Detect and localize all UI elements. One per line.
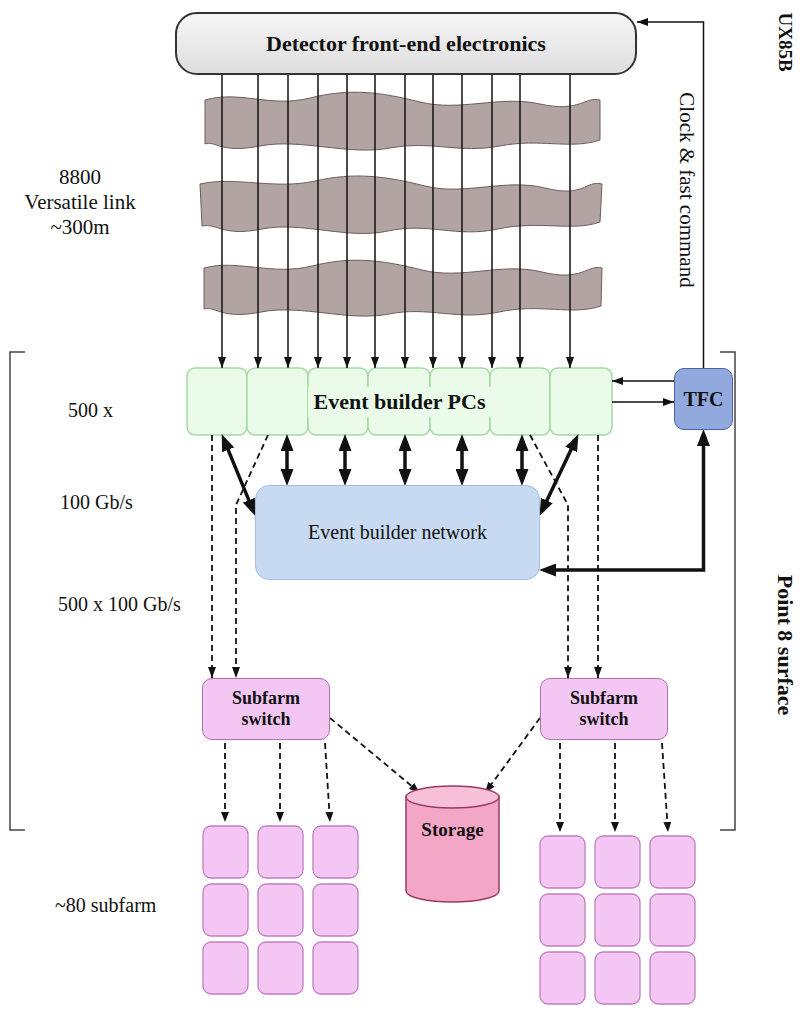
signal-arrow [612, 380, 674, 382]
side-label: UX85B [774, 12, 797, 71]
signal-arrow [461, 75, 463, 368]
subfarm-box [650, 952, 695, 1004]
subfarm-box [540, 836, 585, 888]
subfarm-box [203, 884, 248, 936]
node-text: TFC [684, 388, 724, 411]
network-link [520, 443, 524, 477]
node-text: Event builder network [308, 521, 487, 544]
side-label: Point 8 surface [772, 575, 798, 716]
link-band [205, 92, 600, 150]
subfarm-box [595, 894, 640, 946]
switch-box: Subfarm switch [202, 678, 330, 740]
pc-box [247, 368, 308, 435]
subfarm-box [650, 894, 695, 946]
side-label: 500 x [68, 398, 113, 422]
subfarm-link [662, 743, 668, 832]
subfarm-box [540, 894, 585, 946]
subfarm-box [203, 942, 248, 994]
bracket [10, 352, 25, 830]
network-link [543, 442, 574, 508]
signal-arrow [519, 75, 521, 368]
subfarm-link [325, 743, 330, 822]
signal-arrow [287, 75, 289, 368]
pc-box [187, 368, 247, 435]
subfarm-box [258, 826, 303, 878]
link-band [204, 260, 602, 316]
data-link [330, 718, 420, 793]
pc-box [550, 368, 612, 435]
data-link [597, 435, 599, 678]
subfarm-link [614, 743, 616, 832]
node-text: Detector front-end electronics [266, 31, 546, 57]
signal-arrow [491, 75, 493, 368]
switch-box: Subfarm switch [540, 678, 668, 740]
node-text: Event builder PCs [308, 387, 492, 417]
subfarm-link [559, 743, 561, 832]
frontend-box: Detector front-end electronics [175, 12, 637, 75]
cylinder-top [406, 786, 499, 808]
subfarm-box [258, 884, 303, 936]
network-link [548, 438, 704, 570]
node-text: Storage [421, 819, 483, 841]
network-box: Event builder network [255, 485, 540, 580]
signal-arrow [257, 75, 259, 368]
side-label: ~80 subfarm [55, 893, 156, 917]
subfarm-box [313, 826, 358, 878]
network-link [460, 443, 464, 477]
network-link [403, 443, 407, 477]
network-link [343, 443, 347, 477]
side-label: 100 Gb/s [60, 490, 133, 514]
side-label: 500 x 100 Gb/s [58, 592, 181, 616]
node-text: Subfarm switch [559, 688, 649, 729]
signal-arrow [346, 75, 348, 368]
signal-arrow [317, 75, 319, 368]
signal-arrow [612, 401, 674, 403]
subfarm-box [258, 942, 303, 994]
data-link [211, 435, 213, 678]
cylinder-body [406, 797, 499, 902]
network-link [225, 442, 252, 507]
link-band [200, 176, 602, 233]
signal-arrow [221, 75, 223, 368]
subfarm-box [650, 836, 695, 888]
signal-arrow [432, 75, 434, 368]
side-label: 8800 Versatile link ~300m [21, 165, 139, 241]
node-text: Subfarm switch [221, 688, 311, 729]
signal-arrow [569, 75, 571, 368]
pc-box [490, 368, 550, 435]
data-link [485, 718, 540, 793]
storage-cylinder: Storage [405, 785, 500, 903]
subfarm-box [313, 942, 358, 994]
subfarm-box [313, 884, 358, 936]
signal-arrow [404, 75, 406, 368]
subfarm-box [203, 826, 248, 878]
event-builder-row: Event builder PCs [187, 368, 612, 435]
network-link [285, 443, 289, 477]
subfarm-box [595, 836, 640, 888]
subfarm-link [224, 743, 226, 822]
subfarm-box [595, 952, 640, 1004]
signal-arrow [637, 22, 704, 368]
subfarm-box [540, 952, 585, 1004]
storage-outline [405, 785, 500, 903]
signal-arrow [374, 75, 376, 368]
edge-label: Clock & fast command [673, 92, 698, 287]
subfarm-link [279, 743, 281, 822]
tfc-box: TFC [674, 368, 733, 430]
